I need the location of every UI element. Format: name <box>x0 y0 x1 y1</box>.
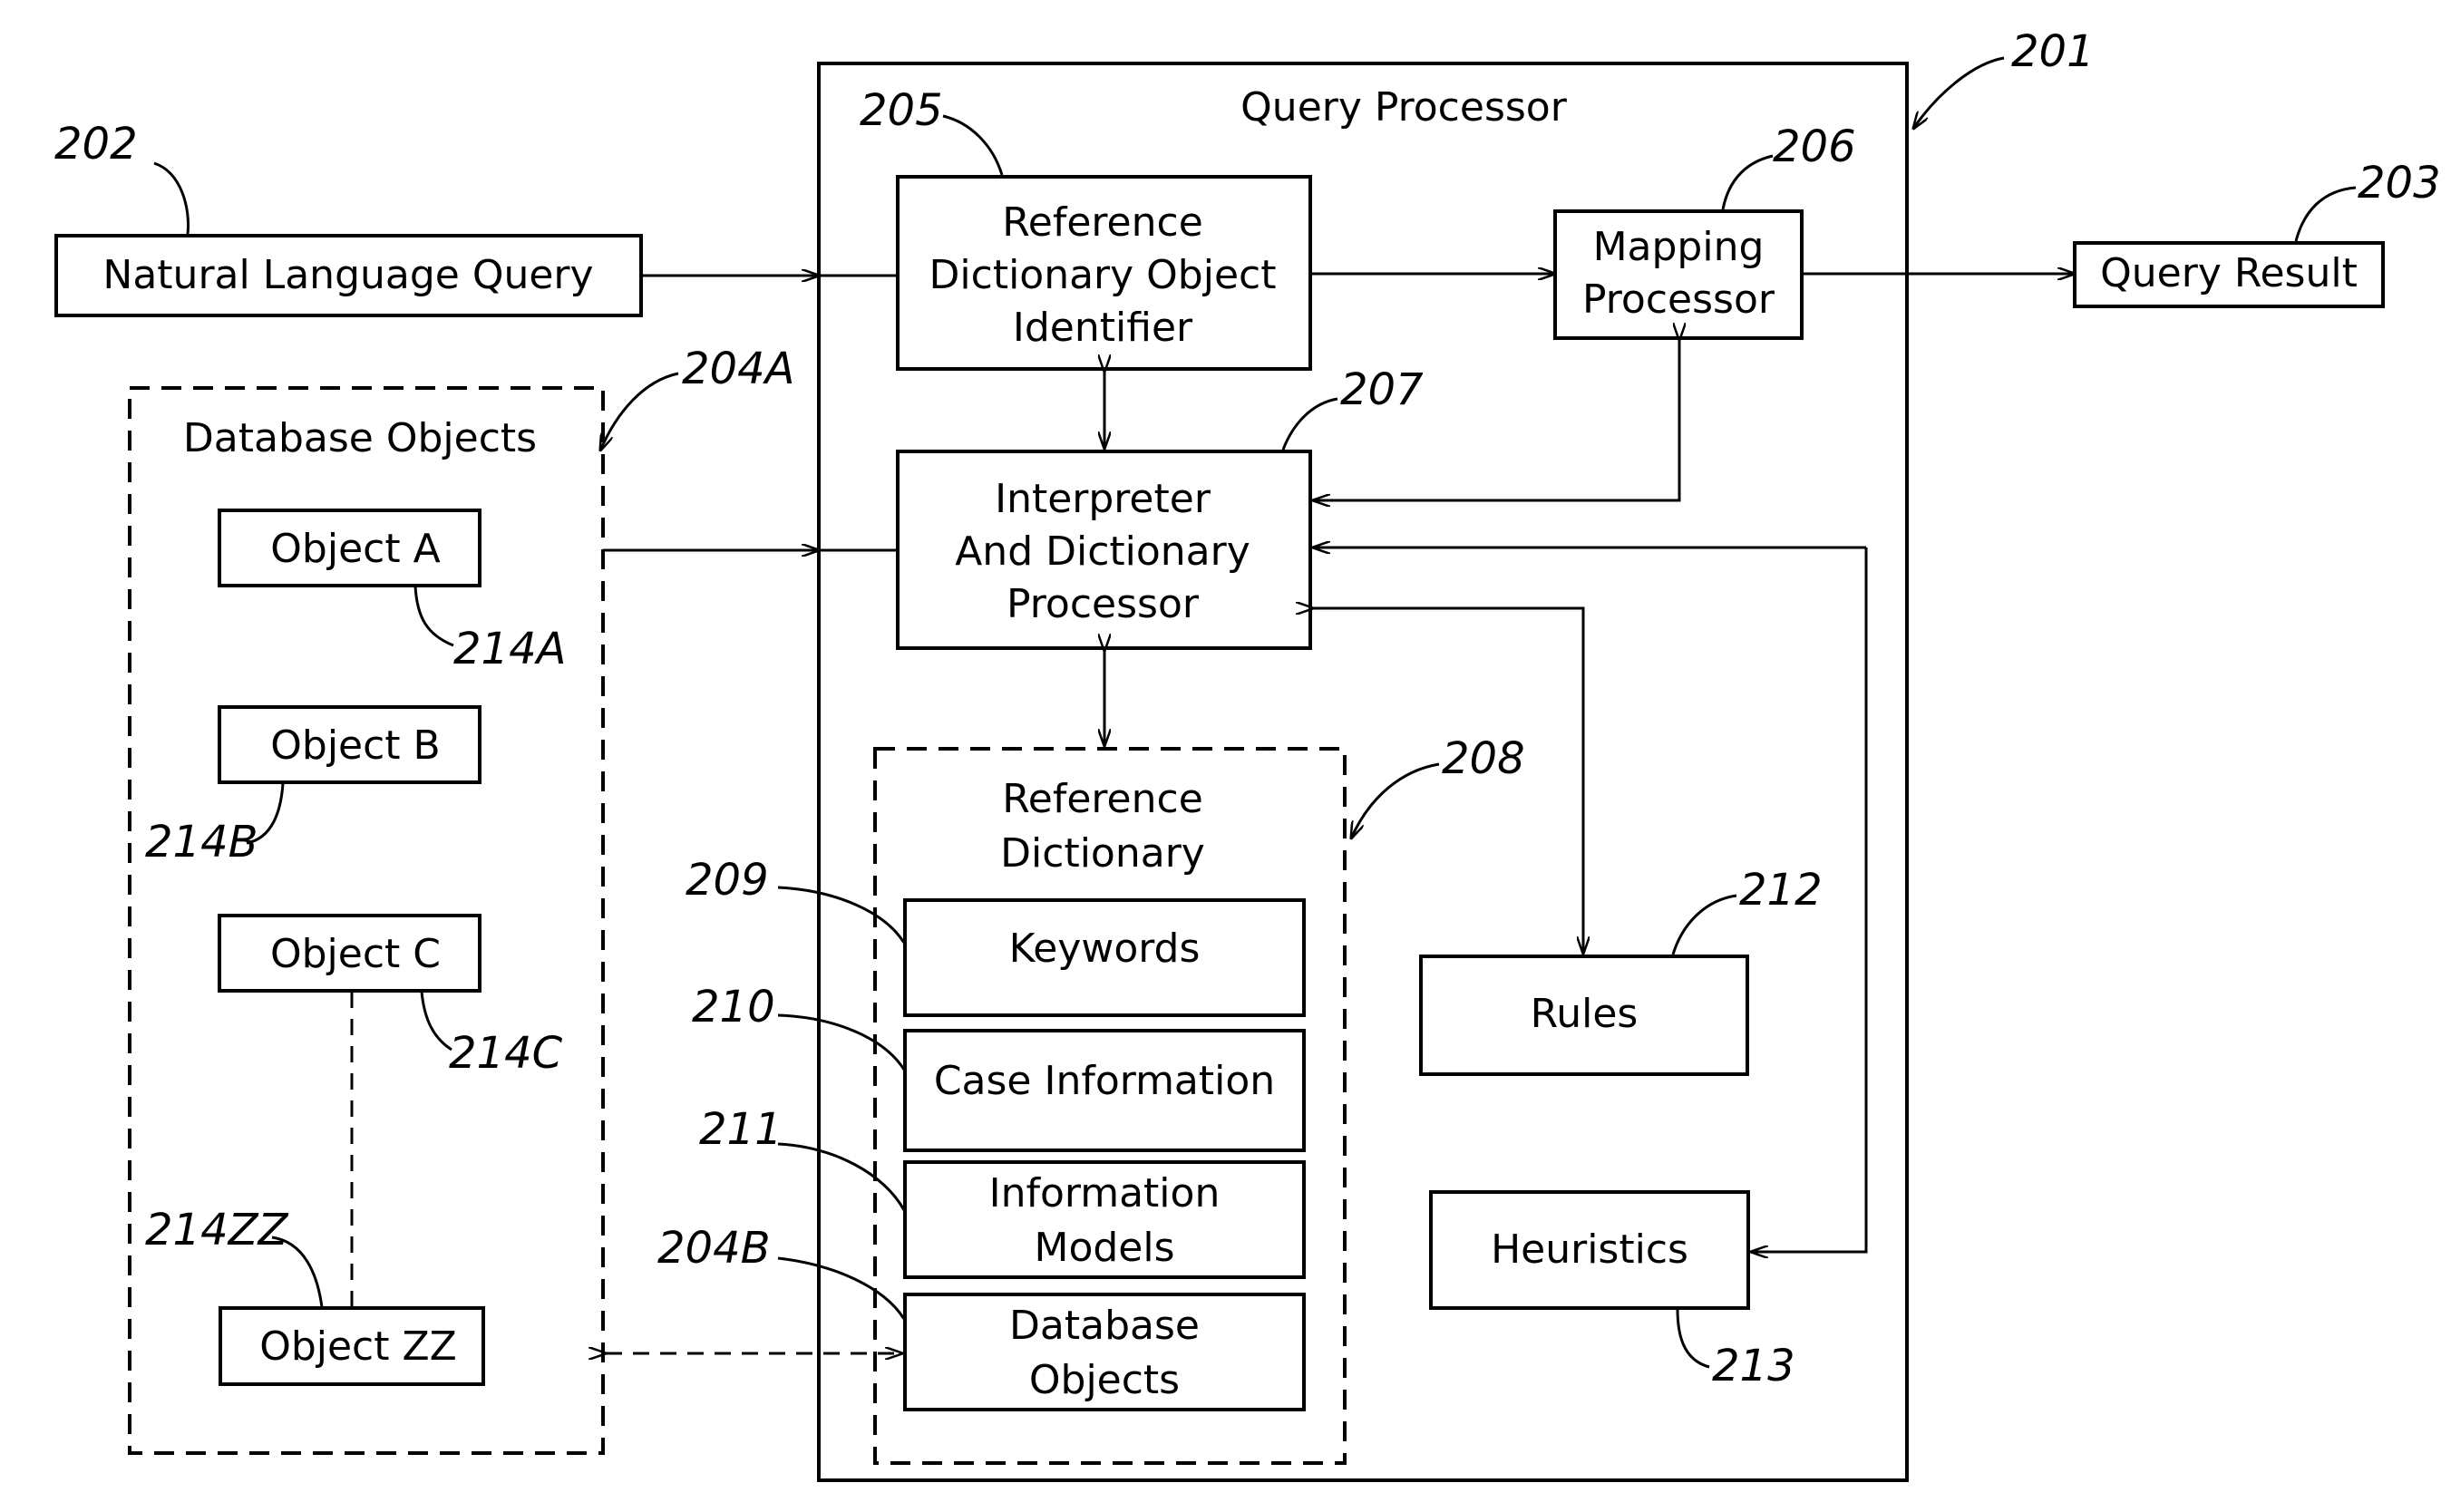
ref-dict-identifier-line-2: Dictionary Object <box>929 252 1277 298</box>
ref-201: 201 <box>2011 26 2095 77</box>
leader-201 <box>1913 58 2004 129</box>
query-processor-title: Query Processor <box>1240 84 1568 131</box>
information-models-line-1: Information <box>989 1170 1221 1216</box>
heuristics-label: Heuristics <box>1491 1226 1688 1273</box>
ref-207: 207 <box>1340 364 1424 415</box>
interpreter-line-1: Interpreter <box>995 476 1211 522</box>
object-c-label: Object C <box>270 931 441 977</box>
case-information-label: Case Information <box>934 1058 1275 1104</box>
leader-214c <box>422 992 452 1050</box>
ref-210: 210 <box>692 982 775 1032</box>
ref-214b: 214B <box>145 817 258 867</box>
ref-214c: 214C <box>449 1028 563 1079</box>
ref-209: 209 <box>686 855 769 906</box>
ref-203: 203 <box>2358 158 2441 208</box>
ref-205: 205 <box>860 85 943 136</box>
ref-204a: 204A <box>682 344 794 394</box>
ref-214zz: 214ZZ <box>145 1205 289 1255</box>
information-models-line-2: Models <box>1034 1225 1174 1271</box>
ref-214a: 214A <box>453 624 566 674</box>
dictionary-database-objects-line-1: Database <box>1009 1303 1200 1349</box>
object-b-label: Object B <box>270 722 440 769</box>
interpreter-line-3: Processor <box>1007 581 1200 627</box>
keywords-label: Keywords <box>1009 926 1201 972</box>
mapping-processor-line-1: Mapping <box>1593 224 1765 270</box>
ref-211: 211 <box>699 1104 783 1155</box>
query-result-label: Query Result <box>2100 250 2358 296</box>
ref-dict-identifier-line-1: Reference <box>1002 199 1203 246</box>
object-zz-label: Object ZZ <box>259 1323 457 1370</box>
ref-204b: 204B <box>657 1223 771 1274</box>
dictionary-database-objects-line-2: Objects <box>1029 1357 1180 1403</box>
ref-208: 208 <box>1442 733 1525 784</box>
reference-dictionary-line-2: Dictionary <box>1000 830 1205 877</box>
ref-202: 202 <box>54 119 138 170</box>
interpreter-line-2: And Dictionary <box>955 528 1250 575</box>
leader-203 <box>2296 188 2356 241</box>
rules-label: Rules <box>1531 991 1639 1037</box>
mapping-processor-line-2: Processor <box>1582 276 1775 323</box>
reference-dictionary-line-1: Reference <box>1002 776 1203 822</box>
ref-212: 212 <box>1739 865 1823 916</box>
leader-204a <box>600 373 678 451</box>
ref-213: 213 <box>1712 1341 1795 1391</box>
ref-dict-identifier-line-3: Identifier <box>1013 305 1193 351</box>
database-objects-title: Database Objects <box>183 415 537 461</box>
natural-language-query-label: Natural Language Query <box>102 252 593 298</box>
object-a-label: Object A <box>270 526 440 572</box>
leader-214a <box>415 586 453 645</box>
ref-206: 206 <box>1773 121 1856 172</box>
leader-202 <box>154 163 189 234</box>
